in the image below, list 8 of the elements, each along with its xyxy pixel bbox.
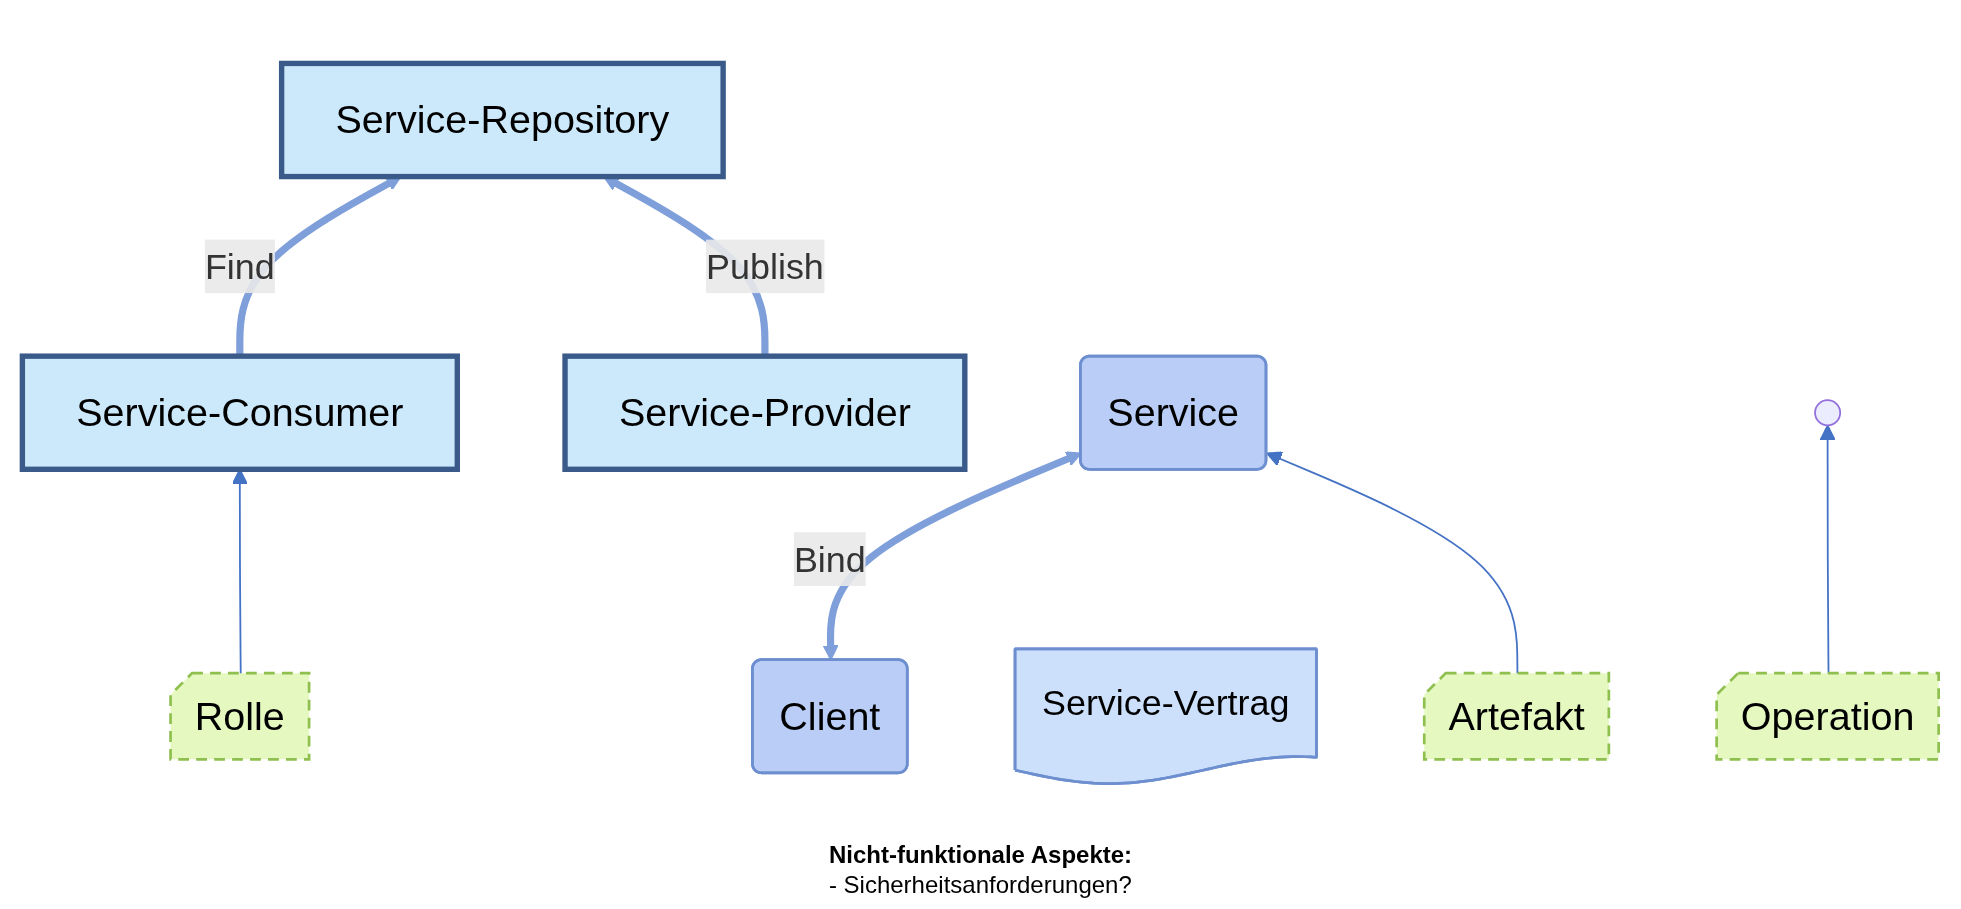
heading-note: Nicht-funktionale Aspekte: [828,841,1133,869]
node-box: Service-Repository [278,60,726,180]
node-box: Service-Provider [562,353,968,472]
edge-label: Bind [793,539,866,579]
node-box: Service-Consumer [19,353,460,472]
note-text: - Sicherheitsanforderungen? [828,871,1133,899]
edge-label: Find [204,246,275,287]
edge-label: Publish [706,246,824,287]
